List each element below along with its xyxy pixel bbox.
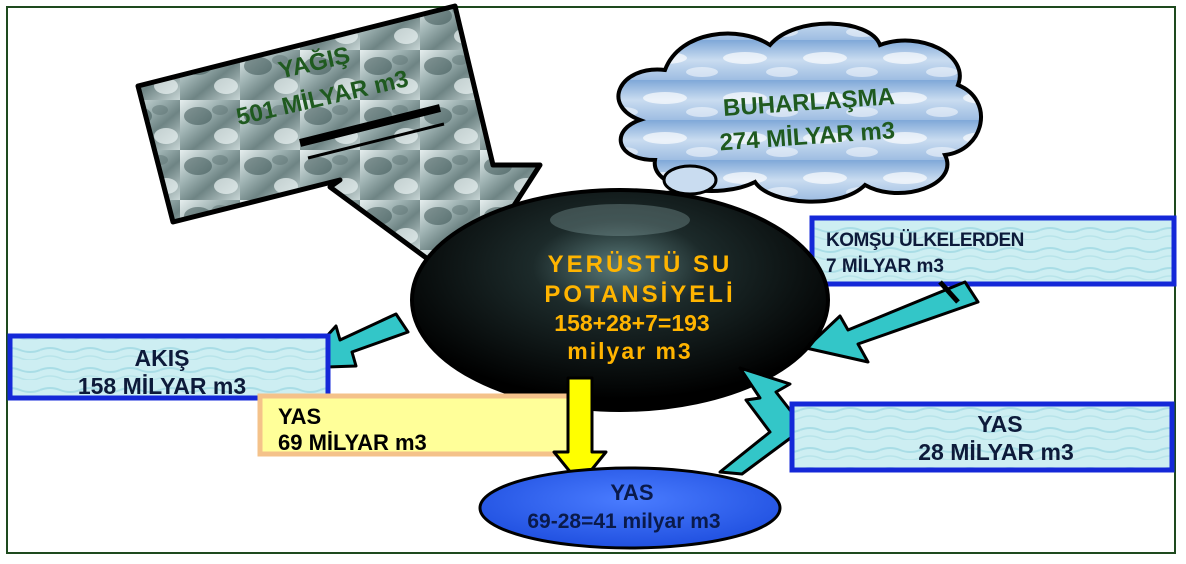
groundwater-right-amount: 28 MİLYAR m3 — [918, 439, 1074, 465]
neighbors-title: KOMŞU ÜLKELERDEN — [826, 230, 1024, 251]
groundwater-left-amount: 69 MİLYAR m3 — [278, 430, 427, 455]
neighbors-amount: 7 MİLYAR m3 — [826, 256, 944, 277]
groundwater-right-box — [789, 401, 1175, 473]
groundwater-right-title: YAS — [977, 411, 1022, 437]
center-formula: 158+28+7=193 — [554, 310, 709, 336]
center-title-line1: YERÜSTÜ SU — [548, 251, 733, 278]
groundwater-left-title: YAS — [278, 404, 321, 429]
groundwater-right-zigzag-arrow — [718, 366, 806, 476]
center-title-line2: POTANSİYELİ — [544, 281, 735, 308]
neighbors-inflow-arrow — [804, 280, 980, 364]
groundwater-left-box — [257, 393, 585, 457]
runoff-title: AKIŞ — [135, 345, 190, 371]
runoff-amount: 158 MİLYAR m3 — [78, 373, 246, 399]
groundwater-net-title: YAS — [610, 480, 653, 505]
surface-water-globe — [410, 188, 830, 412]
neighbors-box — [809, 215, 1177, 287]
groundwater-net-ellipse — [478, 466, 782, 550]
center-unit: milyar m3 — [567, 338, 692, 364]
groundwater-net-amount: 69-28=41 milyar m3 — [527, 510, 720, 533]
runoff-box — [7, 333, 331, 401]
